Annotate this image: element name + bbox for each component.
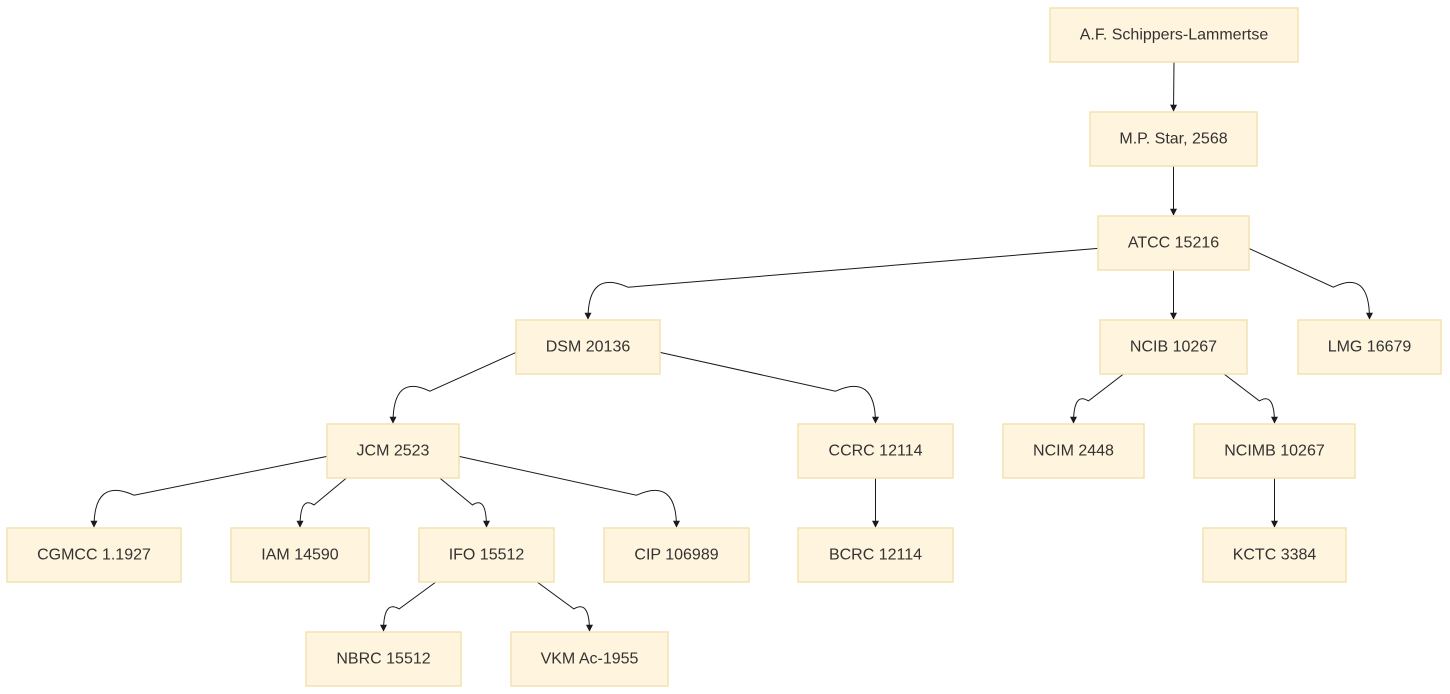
- node-cgmcc[interactable]: CGMCC 1.1927: [6, 527, 182, 583]
- node-iam[interactable]: IAM 14590: [230, 527, 370, 583]
- node-label: VKM Ac-1955: [541, 651, 639, 668]
- node-cip[interactable]: CIP 106989: [603, 527, 750, 583]
- node-label: CCRC 12114: [829, 443, 923, 460]
- node-label: CGMCC 1.1927: [37, 547, 151, 564]
- node-label: NCIB 10267: [1130, 339, 1217, 356]
- node-box: [1002, 423, 1145, 479]
- node-label: M.P. Star, 2568: [1119, 131, 1227, 148]
- edge-jcm-to-ifo: [439, 477, 490, 528]
- node-label: BCRC 12114: [829, 547, 922, 564]
- node-ncib[interactable]: NCIB 10267: [1099, 319, 1248, 375]
- node-box: [603, 527, 750, 583]
- node-jcm[interactable]: JCM 2523: [326, 423, 460, 479]
- node-bcrc[interactable]: BCRC 12114: [797, 527, 954, 583]
- edge-jcm-to-cgmcc: [90, 455, 328, 528]
- node-box: [1049, 7, 1299, 63]
- node-star[interactable]: M.P. Star, 2568: [1089, 111, 1258, 167]
- node-label: LMG 16679: [1328, 339, 1412, 356]
- node-label: IAM 14590: [261, 547, 338, 564]
- node-box: [515, 319, 661, 375]
- node-label: DSM 20136: [546, 339, 631, 356]
- node-schippers[interactable]: A.F. Schippers-Lammertse: [1049, 7, 1299, 63]
- edge-ncib-to-ncimb: [1223, 373, 1278, 424]
- edge-schippers-to-star: [1170, 61, 1178, 112]
- edge-atcc-to-dsm: [584, 247, 1099, 320]
- node-label: KCTC 3384: [1233, 547, 1317, 564]
- node-box: [305, 631, 462, 687]
- node-ncim[interactable]: NCIM 2448: [1002, 423, 1145, 479]
- edge-ifo-to-vkm: [536, 581, 593, 632]
- node-label: ATCC 15216: [1128, 235, 1219, 252]
- node-label: NCIM 2448: [1033, 443, 1114, 460]
- node-box: [1097, 215, 1250, 271]
- node-ncimb[interactable]: NCIMB 10267: [1193, 423, 1356, 479]
- edge-ifo-to-nbrc: [380, 581, 437, 632]
- node-box: [510, 631, 669, 687]
- node-lmg[interactable]: LMG 16679: [1297, 319, 1442, 375]
- node-box: [797, 423, 954, 479]
- node-label: NBRC 15512: [336, 651, 430, 668]
- node-atcc[interactable]: ATCC 15216: [1097, 215, 1250, 271]
- node-box: [326, 423, 460, 479]
- edge-atcc-to-lmg: [1248, 247, 1373, 320]
- node-label: IFO 15512: [449, 547, 525, 564]
- node-box: [1193, 423, 1356, 479]
- node-box: [230, 527, 370, 583]
- edges-layer: [90, 61, 1373, 632]
- node-box: [6, 527, 182, 583]
- node-label: NCIMB 10267: [1224, 443, 1325, 460]
- edge-jcm-to-cip: [458, 455, 680, 528]
- node-box: [418, 527, 555, 583]
- node-box: [1202, 527, 1347, 583]
- node-ifo[interactable]: IFO 15512: [418, 527, 555, 583]
- node-ccrc[interactable]: CCRC 12114: [797, 423, 954, 479]
- node-label: CIP 106989: [634, 547, 718, 564]
- edge-dsm-to-ccrc: [659, 351, 879, 424]
- node-box: [1089, 111, 1258, 167]
- edge-ncib-to-ncim: [1070, 373, 1124, 424]
- node-label: A.F. Schippers-Lammertse: [1080, 27, 1269, 44]
- node-kctc[interactable]: KCTC 3384: [1202, 527, 1347, 583]
- edge-dsm-to-jcm: [389, 351, 517, 424]
- edge-jcm-to-iam: [296, 477, 347, 528]
- node-box: [1297, 319, 1442, 375]
- node-nbrc[interactable]: NBRC 15512: [305, 631, 462, 687]
- node-box: [797, 527, 954, 583]
- node-vkm[interactable]: VKM Ac-1955: [510, 631, 669, 687]
- node-box: [1099, 319, 1248, 375]
- node-dsm[interactable]: DSM 20136: [515, 319, 661, 375]
- node-label: JCM 2523: [357, 443, 430, 460]
